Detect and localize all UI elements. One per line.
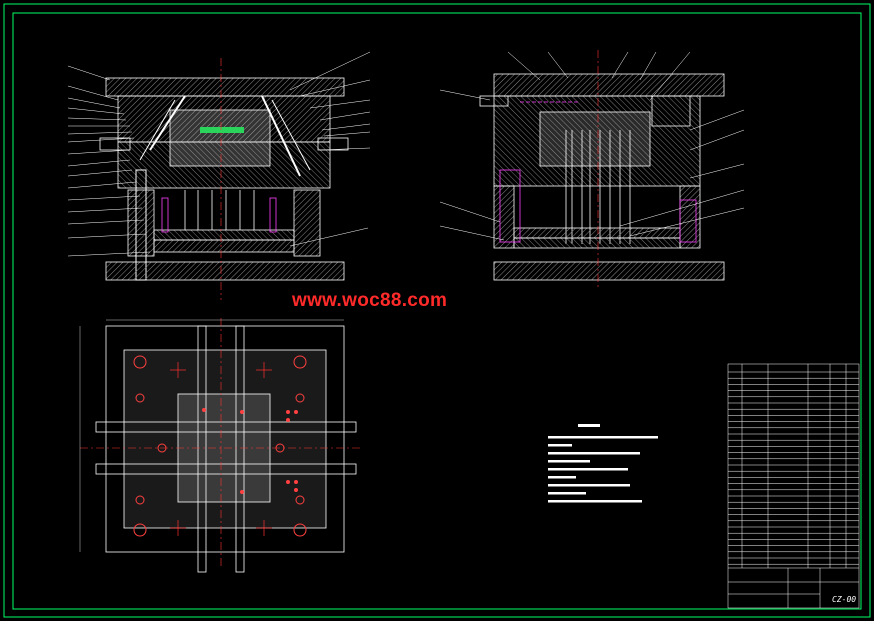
drawing-number: CZ-00 (832, 595, 857, 604)
side-section-view (439, 50, 745, 290)
watermark-url: www.woc88.com (292, 290, 448, 311)
drawing-frame (3, 3, 871, 618)
plan-view (79, 318, 360, 573)
parts-list-title-block (727, 363, 860, 609)
technical-notes (548, 424, 658, 503)
front-section-view (67, 51, 371, 300)
